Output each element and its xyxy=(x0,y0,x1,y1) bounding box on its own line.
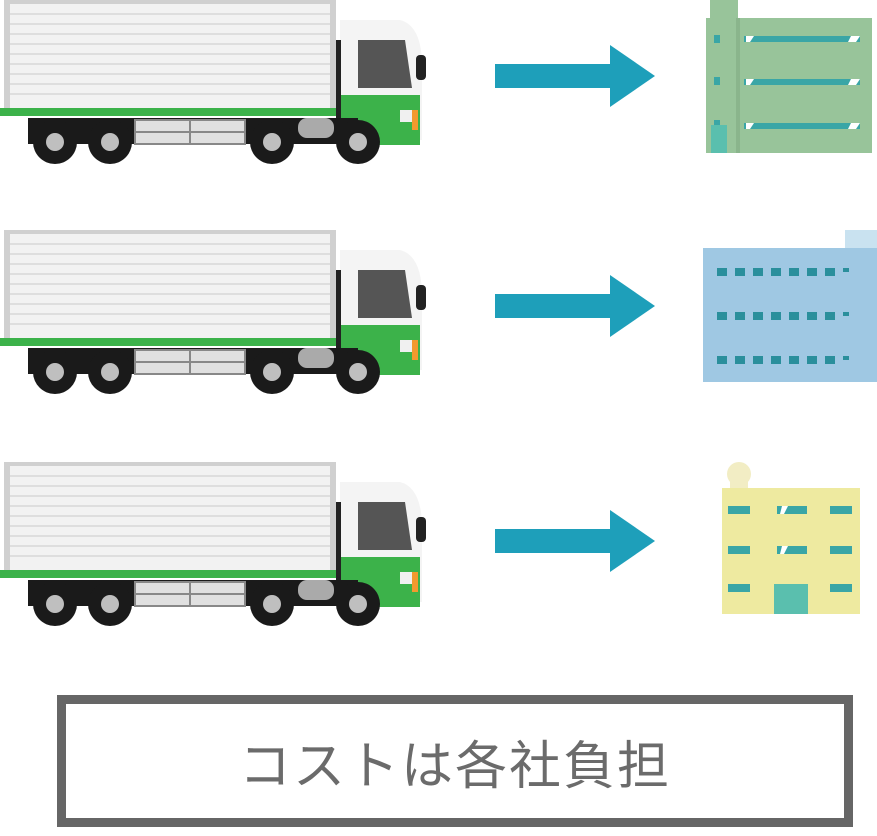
arrow-right-icon xyxy=(495,45,655,107)
office-building-icon xyxy=(703,230,877,382)
truck-icon xyxy=(0,462,426,626)
cost-caption-box: コストは各社負担 xyxy=(57,695,853,827)
apartment-building-icon xyxy=(722,462,860,614)
delivery-row-2 xyxy=(0,230,877,410)
factory-building-icon xyxy=(706,0,872,153)
truck-icon xyxy=(0,230,426,394)
truck-icon xyxy=(0,0,426,164)
delivery-row-1 xyxy=(0,0,877,180)
cost-caption-text: コストは各社負担 xyxy=(238,736,671,797)
arrow-right-icon xyxy=(495,275,655,337)
delivery-row-3 xyxy=(0,462,877,642)
arrow-right-icon xyxy=(495,510,655,572)
